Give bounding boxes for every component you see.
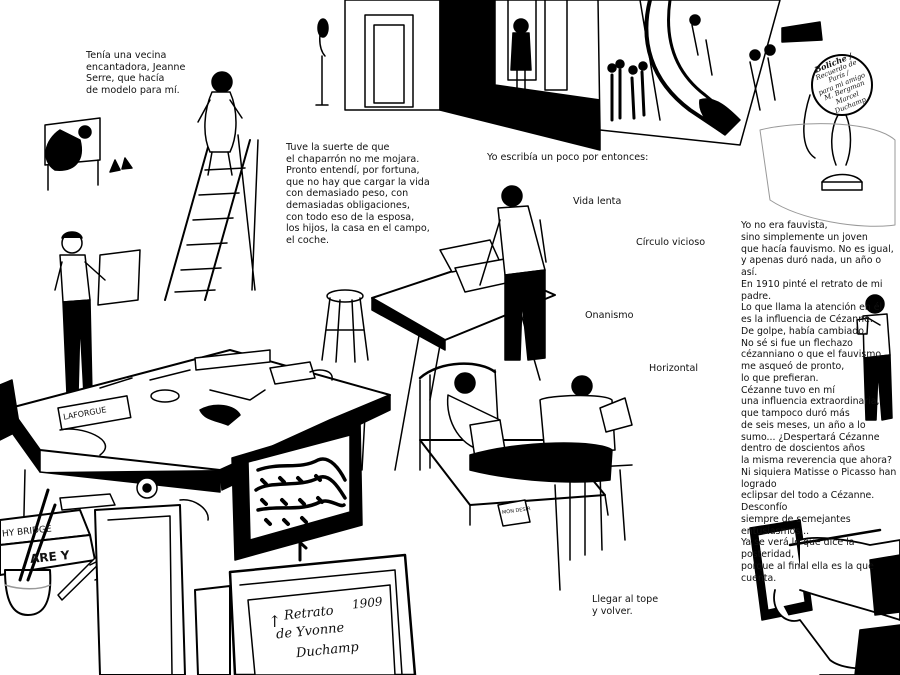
- nude-on-ladder: [164, 71, 259, 301]
- man-at-table: [479, 185, 547, 361]
- caption-vecina: Tenía una vecina encantadora, Jeanne Ser…: [86, 50, 186, 96]
- caption-llegar-al-tope: Llegar al tope y volver.: [592, 594, 659, 617]
- staircase-vignette: [597, 0, 823, 146]
- man-with-glass: [856, 294, 893, 421]
- caption-chaparron: Tuve la suerte de que el chaparrón no me…: [286, 142, 430, 246]
- hands-with-notebook: [749, 519, 900, 675]
- canvas-arrow: ↑: [268, 612, 282, 631]
- easel-canvas: [231, 419, 363, 562]
- stool: [321, 289, 369, 363]
- picture-frame: [94, 504, 417, 675]
- title-circulo-vicioso: Círculo vicioso: [636, 237, 706, 248]
- mirror-prop: [759, 54, 896, 227]
- kneeling-figure: [44, 117, 133, 191]
- title-horizontal: Horizontal: [649, 363, 698, 374]
- standing-artist: [54, 231, 141, 396]
- bed: [418, 362, 633, 591]
- caption-escribia: Yo escribía un poco por entonces:: [487, 152, 649, 163]
- title-vida-lenta: Vida lenta: [573, 196, 622, 207]
- doorway-scene: [315, 0, 601, 151]
- title-onanismo: Onanismo: [585, 310, 634, 321]
- caption-fauvista: Yo no era fauvista, sino simplemente un …: [741, 220, 897, 584]
